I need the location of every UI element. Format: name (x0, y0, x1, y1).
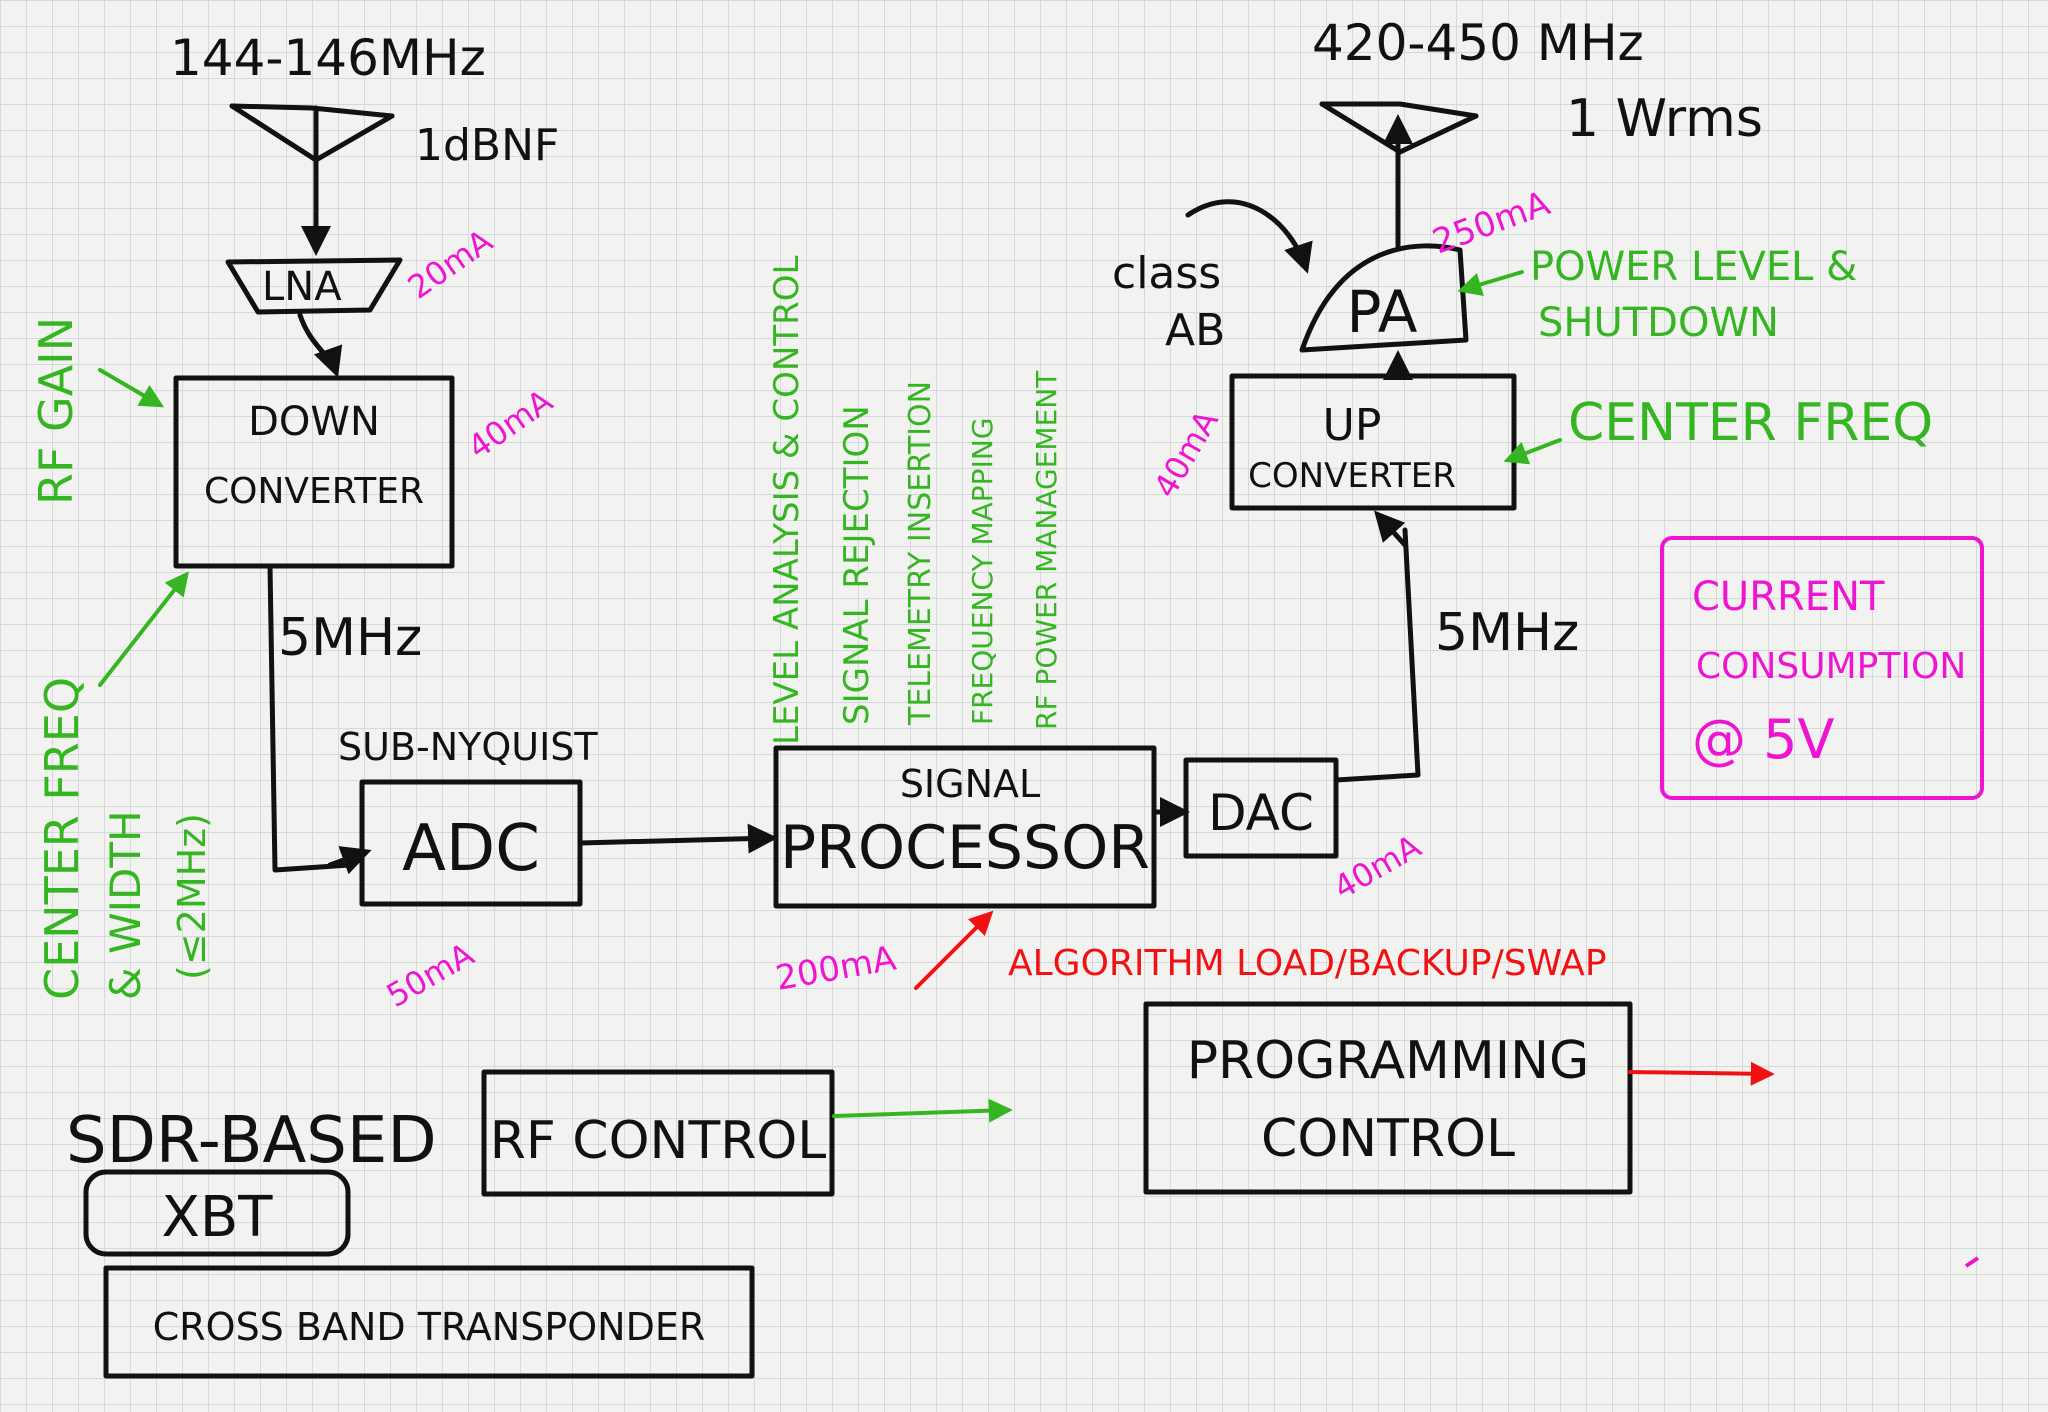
rf-control-label: RF CONTROL (490, 1111, 827, 1171)
rf-control-block: RF CONTROL (481, 1069, 835, 1197)
pa-power-label-1: POWER LEVEL & (1530, 244, 1857, 290)
tx-frequency: 420-450 MHz (1312, 14, 1644, 72)
lna-current: 20mA (401, 222, 500, 307)
center-freq-label: CENTER FREQ (35, 677, 89, 1000)
programming-control-label-1: PROGRAMMING (1187, 1031, 1590, 1091)
current-note-line-2: CONSUMPTION (1696, 646, 1966, 687)
tx-power: 1 Wrms (1566, 89, 1763, 149)
rf-gain-label: RF GAIN (29, 317, 83, 505)
adc-sub-nyquist-note: SUB-NYQUIST (338, 725, 598, 769)
down-converter-label-2: CONVERTER (204, 471, 424, 512)
function-item: FREQUENCY MAPPING (966, 418, 999, 725)
dac-label: DAC (1208, 784, 1314, 842)
current-consumption-note: CURRENT CONSUMPTION @ 5V (1660, 536, 1984, 800)
function-item: RF POWER MANAGEMENT (1030, 370, 1063, 730)
up-center-freq-label: CENTER FREQ (1568, 393, 1933, 453)
programming-control-label-2: CONTROL (1261, 1109, 1515, 1169)
rx-frequency: 144-146MHz (170, 29, 486, 87)
dac-block: DAC (1183, 757, 1339, 859)
down-converter-block: DOWN CONVERTER (173, 375, 455, 569)
if-input-label: 5MHz (278, 608, 422, 668)
up-converter-current: 40mA (1146, 404, 1226, 504)
function-item: SIGNAL REJECTION (837, 405, 877, 725)
width-label: & WIDTH (101, 810, 150, 1000)
up-converter-label-1: UP (1323, 400, 1382, 451)
tx-antenna-icon (1319, 101, 1479, 249)
current-note-line-1: CURRENT (1692, 574, 1885, 620)
lna-label: LNA (262, 264, 342, 310)
rx-antenna-icon (229, 103, 395, 256)
title-line-1: SDR-BASED (66, 1104, 437, 1178)
pa-class-label: class (1112, 248, 1221, 299)
algorithm-label: ALGORITHM LOAD/BACKUP/SWAP (1008, 943, 1607, 984)
function-item: TELEMETRY INSERTION (903, 381, 938, 726)
programming-control-block: PROGRAMMING CONTROL (1143, 1001, 1633, 1195)
signal-processor-label-1: SIGNAL (900, 762, 1040, 806)
title-block: SDR-BASED XBT CROSS BAND TRANSPONDER (66, 1104, 755, 1379)
pa-power-label-2: SHUTDOWN (1538, 300, 1779, 346)
processor-functions-list: LEVEL ANALYSIS & CONTROL SIGNAL REJECTIO… (767, 256, 1063, 745)
title-line-3: CROSS BAND TRANSPONDER (153, 1305, 706, 1349)
up-converter-block: UP CONVERTER (1229, 373, 1517, 511)
rx-noise-figure: 1dBNF (415, 120, 559, 171)
function-item: LEVEL ANALYSIS & CONTROL (767, 256, 807, 745)
down-converter-label-1: DOWN (248, 399, 380, 445)
adc-label: ADC (402, 812, 540, 886)
adc-block: ADC (359, 779, 583, 907)
signal-processor-label-2: PROCESSOR (780, 813, 1150, 883)
title-line-2: XBT (162, 1185, 274, 1250)
pa-label: PA (1347, 278, 1418, 346)
signal-processor-current: 200mA (773, 938, 899, 998)
adc-current: 50mA (380, 935, 480, 1015)
lna-block: LNA (225, 257, 403, 315)
if-output-label: 5MHz (1435, 603, 1579, 663)
current-note-line-3: @ 5V (1692, 708, 1835, 771)
up-converter-label-2: CONVERTER (1248, 456, 1456, 496)
signal-processor-block: SIGNAL PROCESSOR (773, 745, 1157, 909)
down-converter-current: 40mA (461, 382, 560, 467)
bandwidth-limit-label: (≤2MHz) (170, 813, 214, 980)
dac-current: 40mA (1327, 827, 1427, 907)
pa-block: PA (1299, 243, 1469, 353)
pa-class-value: AB (1165, 305, 1225, 356)
